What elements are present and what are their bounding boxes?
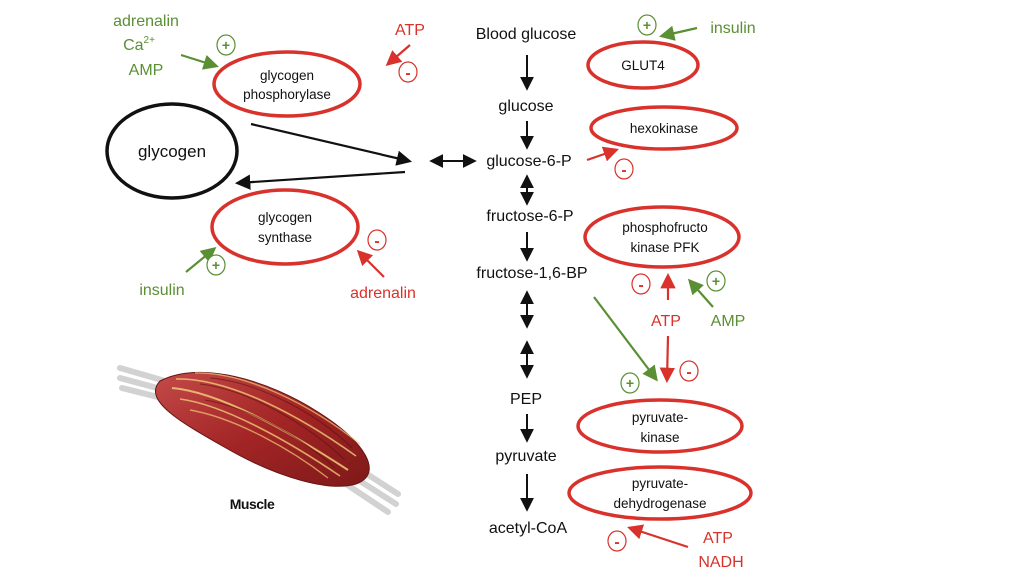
muscle-illustration	[117, 365, 401, 515]
enzyme-glycogen-phosphorylase	[212, 50, 362, 118]
arrow-insulin-to-glut4	[658, 25, 698, 41]
glycogen-node	[105, 102, 239, 200]
minus-sign-phosphorylase	[398, 61, 418, 83]
arrow-synthase-buildup	[234, 170, 406, 190]
minus-text-synthase: -	[374, 233, 379, 250]
minus-sign-pyruvate-kinase	[679, 360, 699, 382]
pdh-line1: pyruvate-	[632, 476, 688, 491]
arrow-adrenalin-to-synthase	[356, 249, 385, 278]
plus-text-synthase: +	[212, 257, 220, 273]
glycogen-synthase-line1: glycogen	[258, 210, 312, 225]
regulator-atp-phosphorylase: ATP	[395, 22, 425, 39]
enzyme-pyruvate-kinase	[576, 398, 744, 454]
minus-sign-synthase	[367, 229, 387, 251]
pyruvate-kinase-line1: pyruvate-	[632, 410, 688, 425]
calcium-symbol: Ca	[123, 37, 144, 54]
arrow-hexokinase-inhibition	[586, 146, 619, 162]
minus-text-pdh: -	[614, 534, 619, 551]
enzyme-glycogen-synthase	[210, 188, 360, 266]
glycogen-label: glycogen	[138, 142, 206, 161]
regulator-calcium: Ca2+	[123, 35, 155, 54]
regulator-adrenalin-synthase: adrenalin	[350, 285, 416, 302]
arrow-phosphorylase-breakdown	[250, 122, 412, 166]
glycogen-phosphorylase-line2: phosphorylase	[243, 87, 331, 102]
pdh-line2: dehydrogenase	[613, 496, 706, 511]
pfk-line2: kinase PFK	[630, 240, 699, 255]
arrow-atp-to-phosphorylase	[385, 44, 411, 67]
minus-text-pyruvate-kinase: -	[686, 364, 691, 381]
muscle-caption: Muscle	[230, 496, 275, 512]
regulator-amp: AMP	[129, 62, 164, 79]
label-acetyl-coa: acetyl-CoA	[489, 520, 568, 537]
minus-text-pfk: -	[638, 277, 643, 294]
plus-text-glut4: +	[643, 17, 651, 33]
arrow-atp-to-pyruvate-kinase	[659, 335, 675, 384]
label-glucose: glucose	[498, 98, 553, 115]
plus-text-phosphorylase: +	[222, 37, 230, 53]
glut4-label: GLUT4	[621, 58, 665, 73]
plus-sign-pfk	[706, 270, 726, 292]
regulator-adrenalin: adrenalin	[113, 13, 179, 30]
enzyme-hexokinase	[589, 105, 739, 151]
regulator-insulin-synthase: insulin	[139, 282, 184, 299]
label-fructose-6-p: fructose-6-P	[486, 208, 573, 225]
arrow-atp-nadh-to-pdh	[627, 524, 689, 549]
regulator-atp-pfk: ATP	[651, 313, 681, 330]
hexokinase-label: hexokinase	[630, 121, 698, 136]
calcium-charge: 2+	[144, 35, 156, 46]
arrow-f16bp-feedforward	[593, 296, 658, 382]
enzyme-pfk	[583, 205, 741, 269]
plus-sign-synthase	[206, 254, 226, 276]
arrow-amp-to-pfk	[687, 278, 714, 308]
label-pyruvate: pyruvate	[495, 448, 556, 465]
glycogen-synthase-line2: synthase	[258, 230, 312, 245]
minus-sign-hexokinase	[614, 158, 634, 180]
arrow-activators-to-phosphorylase	[180, 53, 219, 70]
plus-sign-phosphorylase	[216, 34, 236, 56]
label-glucose-6-p: glucose-6-P	[486, 153, 571, 170]
pfk-line1: phosphofructo	[622, 220, 708, 235]
plus-sign-pyruvate-kinase	[620, 372, 640, 394]
glycogen-phosphorylase-line1: glycogen	[260, 68, 314, 83]
pyruvate-kinase-line2: kinase	[640, 430, 679, 445]
regulator-amp-pfk: AMP	[711, 313, 746, 330]
plus-text-pyruvate-kinase: +	[626, 375, 634, 391]
regulator-insulin-glut4: insulin	[710, 20, 755, 37]
label-fructose-1-6-bp: fructose-1,6-BP	[476, 265, 587, 282]
label-pep: PEP	[510, 391, 542, 408]
regulator-nadh-pdh: NADH	[698, 554, 743, 571]
plus-text-pfk: +	[712, 273, 720, 289]
plus-sign-glut4	[637, 14, 657, 36]
enzyme-pyruvate-dehydrogenase	[567, 465, 753, 521]
minus-text-phosphorylase: -	[405, 65, 410, 82]
arrow-insulin-to-synthase	[185, 247, 217, 273]
regulator-atp-pdh: ATP	[703, 530, 733, 547]
enzyme-glut4	[586, 40, 700, 90]
minus-text-hexokinase: -	[621, 162, 626, 179]
label-blood-glucose: Blood glucose	[476, 26, 577, 43]
minus-sign-pfk	[631, 273, 651, 295]
minus-sign-pdh	[607, 530, 627, 552]
